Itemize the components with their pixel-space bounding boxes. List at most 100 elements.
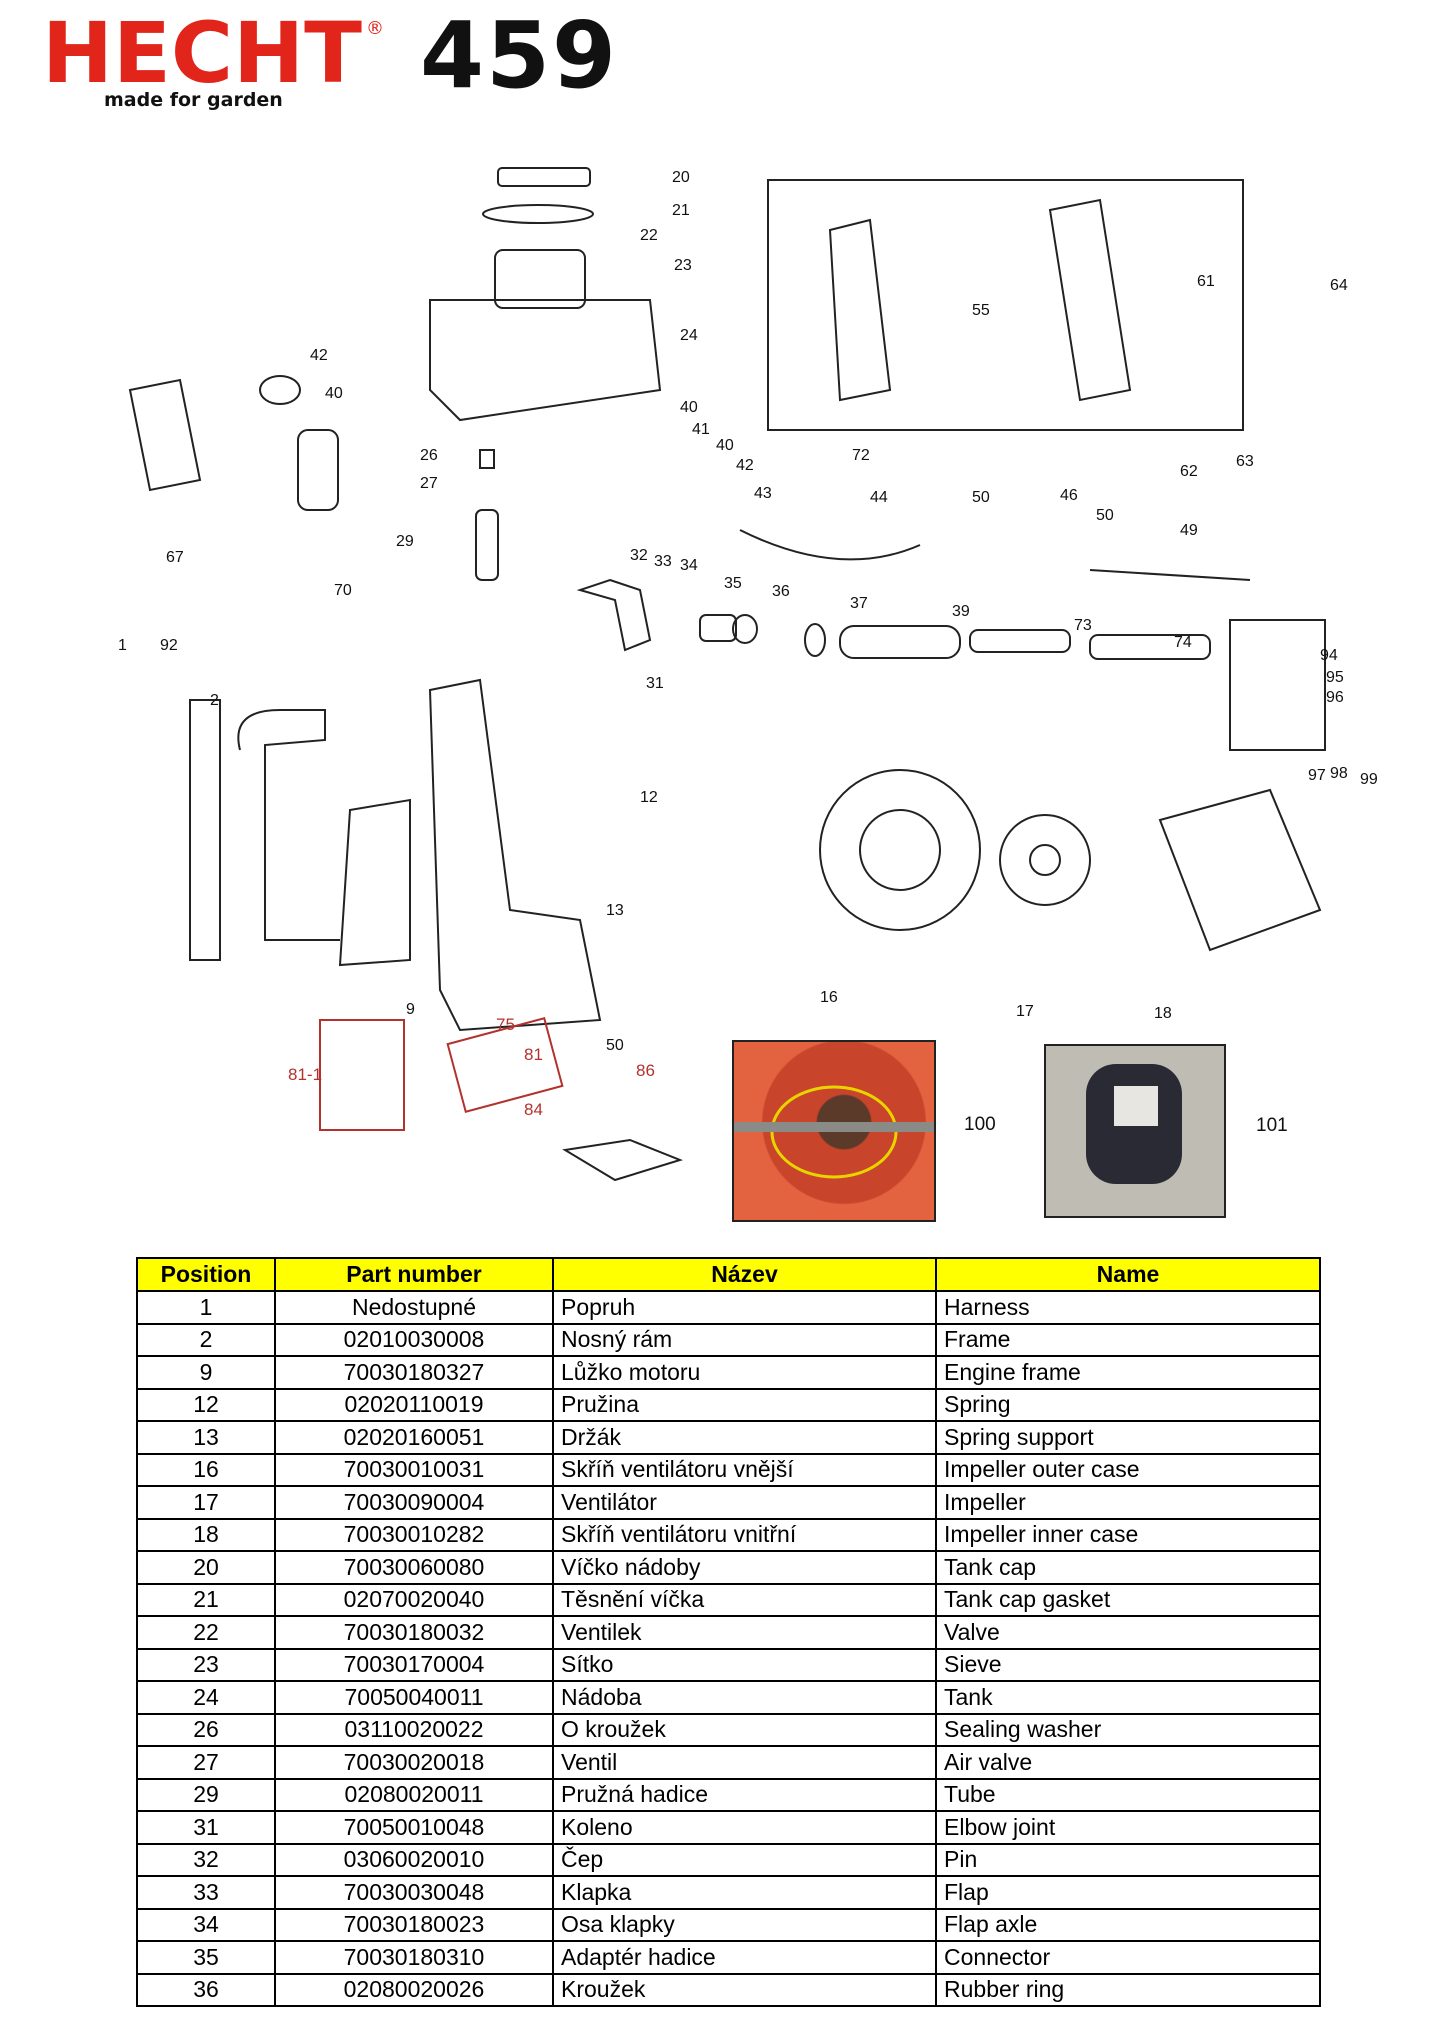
callout-label: 94	[1320, 647, 1338, 664]
callout-label: 50	[1096, 507, 1114, 524]
cell-position: 17	[136, 1485, 276, 1520]
cell-nazev: Skříň ventilátoru vnitřní	[552, 1517, 937, 1552]
photo-nut-detail	[1044, 1044, 1226, 1218]
sieve-shape	[494, 249, 586, 309]
cell-position: 12	[136, 1387, 276, 1422]
hose-44-shape	[739, 529, 921, 561]
cell-position: 20	[136, 1550, 276, 1585]
handle-left-shape	[828, 218, 892, 402]
cell-name: Spring support	[935, 1420, 1321, 1455]
callout-label: 24	[680, 327, 698, 344]
cell-part-number: 70030060080	[274, 1550, 554, 1585]
cell-position: 33	[136, 1875, 276, 1910]
kit-81-1-box	[319, 1019, 405, 1131]
cell-name: Tube	[935, 1777, 1321, 1812]
impeller-shape	[999, 814, 1091, 906]
tube-shape	[475, 509, 499, 581]
cell-name: Air valve	[935, 1745, 1321, 1780]
callout-label: 20	[672, 169, 690, 186]
callout-label: 34	[680, 557, 698, 574]
callout-labels: 20 21 22 23 24 42 40 67 70 26 27 29 40 4…	[118, 169, 1378, 1119]
cell-name: Impeller	[935, 1485, 1321, 1520]
logo-text: HECHT	[42, 10, 362, 102]
callout-label: 49	[1180, 522, 1198, 539]
callout-label: 39	[952, 603, 970, 620]
cell-nazev: Pružná hadice	[552, 1777, 937, 1812]
callout-label: 17	[1016, 1003, 1034, 1020]
inner-case-shape	[1158, 788, 1322, 952]
cell-position: 31	[136, 1810, 276, 1845]
cell-position: 2	[136, 1322, 276, 1357]
callout-label: 92	[160, 637, 178, 654]
cell-nazev: Víčko nádoby	[552, 1550, 937, 1585]
cell-position: 21	[136, 1582, 276, 1617]
callout-label: 31	[646, 675, 664, 692]
cell-name: Tank cap	[935, 1550, 1321, 1585]
cell-name: Spring	[935, 1387, 1321, 1422]
hecht-logo: HECHT ® made for garden	[42, 10, 384, 110]
cell-nazev: O kroužek	[552, 1712, 937, 1747]
handle-right-shape	[1048, 198, 1132, 402]
callout-label: 12	[640, 789, 658, 806]
cell-part-number: Nedostupné	[274, 1290, 554, 1325]
cell-name: Engine frame	[935, 1355, 1321, 1390]
cell-name: Flap	[935, 1875, 1321, 1910]
callout-label-red: 81-1	[288, 1065, 322, 1084]
cell-part-number: 70050010048	[274, 1810, 554, 1845]
cell-position: 34	[136, 1907, 276, 1942]
photo-impeller-detail	[732, 1040, 936, 1222]
callout-label: 43	[754, 485, 772, 502]
cell-part-number: 70030180032	[274, 1615, 554, 1650]
cell-position: 1	[136, 1290, 276, 1325]
callout-label: 2	[210, 692, 219, 709]
photo-label-100: 100	[964, 1114, 996, 1135]
callout-label: 33	[654, 553, 672, 570]
callout-label: 42	[736, 457, 754, 474]
cell-name: Tank	[935, 1680, 1321, 1715]
outer-case-shape	[819, 769, 981, 931]
cell-nazev: Skříň ventilátoru vnější	[552, 1452, 937, 1487]
tank-shape	[429, 299, 662, 422]
part-86-shape	[562, 1138, 684, 1182]
callout-label: 72	[852, 447, 870, 464]
cell-nazev: Popruh	[552, 1290, 937, 1325]
elbow-shape	[576, 578, 652, 652]
callout-label: 97	[1308, 767, 1326, 784]
registered-mark: ®	[366, 18, 384, 39]
cell-part-number: 70030180310	[274, 1940, 554, 1975]
pipe-74-shape	[1089, 634, 1211, 660]
cell-part-number: 70030020018	[274, 1745, 554, 1780]
cell-nazev: Nádoba	[552, 1680, 937, 1715]
callout-label: 50	[972, 489, 990, 506]
gasket-shape	[482, 204, 594, 224]
callout-label: 9	[406, 1001, 415, 1018]
callout-label: 35	[724, 575, 742, 592]
cell-part-number: 70030180327	[274, 1355, 554, 1390]
column-header-name: Name	[935, 1257, 1321, 1292]
logo-tagline: made for garden	[104, 89, 283, 110]
callout-label: 29	[396, 533, 414, 550]
cell-part-number: 70030030048	[274, 1875, 554, 1910]
cell-nazev: Osa klapky	[552, 1907, 937, 1942]
cell-nazev: Klapka	[552, 1875, 937, 1910]
cell-position: 24	[136, 1680, 276, 1715]
frame-shape	[237, 709, 340, 941]
callout-label: 67	[166, 549, 184, 566]
cell-nazev: Koleno	[552, 1810, 937, 1845]
model-number: 459	[420, 2, 619, 109]
cell-part-number: 70030010031	[274, 1452, 554, 1487]
bellows-shape	[297, 429, 339, 511]
callout-label: 16	[820, 989, 838, 1006]
column-header-nazev: Název	[552, 1257, 937, 1292]
cell-nazev: Čep	[552, 1842, 937, 1877]
